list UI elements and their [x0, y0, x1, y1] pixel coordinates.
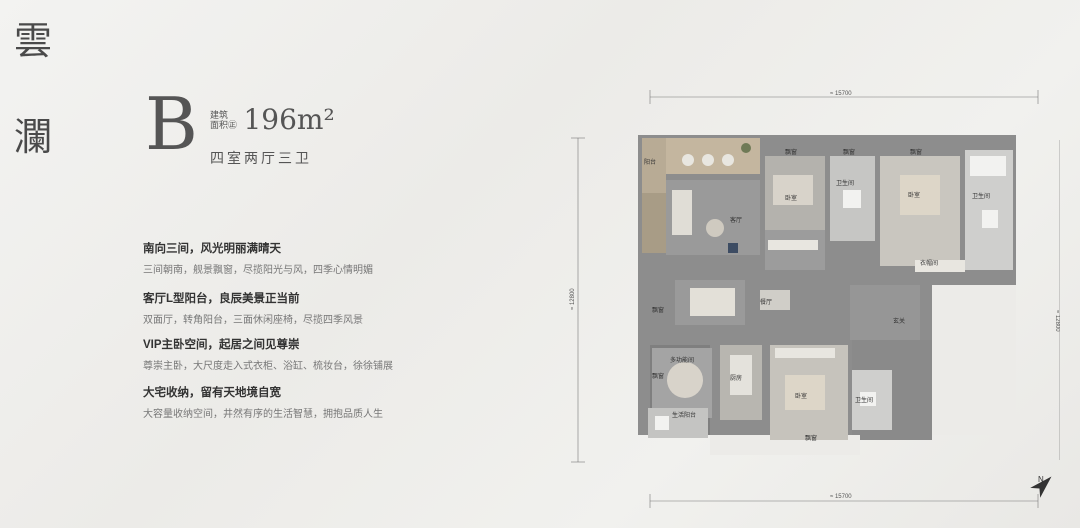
dimension-right-label: ≈ 12800: [1054, 310, 1060, 332]
dimension-top: [649, 90, 1039, 104]
room-label: 餐厅: [760, 298, 772, 306]
area-label-line1: 建筑: [210, 110, 229, 120]
feature-item: 客厅L型阳台，良辰美景正当前 双面厅，转角阳台，三面休闲座椅，尽揽四季风景: [143, 290, 463, 326]
room-label: 卫生间: [836, 179, 854, 187]
dimension-bottom-label: ≈ 15700: [830, 494, 852, 500]
brand-char-1: 雲: [14, 19, 53, 63]
plan-structure: [638, 135, 1016, 455]
area-block: 建筑 面积㊣ 196m²: [210, 106, 335, 134]
feature-title: 客厅L型阳台，良辰美景正当前: [143, 293, 300, 305]
area-value: 196m²: [243, 103, 335, 136]
brand-char-2: 瀾: [14, 115, 53, 159]
feature-title: 南向三间，风光明丽满晴天: [143, 243, 281, 255]
dimension-left-label: ≈ 12800: [570, 288, 576, 310]
room-label: 客厅: [730, 216, 742, 224]
room-label: 卫生间: [855, 396, 873, 404]
area-label-line2: 面积㊣: [210, 120, 238, 130]
dimension-top-label: ≈ 15700: [830, 91, 852, 97]
room-label: 阳台: [644, 158, 656, 166]
feature-desc: 尊崇主卧，大尺度走入式衣柜、浴缸、梳妆台，徐徐铺展: [143, 361, 393, 372]
feature-item: 南向三间，风光明丽满晴天 三间朝南，舰景飘窗，尽揽阳光与风，四季心情明媚: [143, 240, 463, 276]
feature-item: VIP主卧空间，起居之间见尊崇 尊崇主卧，大尺度走入式衣柜、浴缸、梳妆台，徐徐铺…: [143, 336, 463, 372]
compass-icon: N: [1028, 470, 1058, 505]
room-label: 玄关: [893, 317, 905, 325]
room-label: 卧室: [785, 194, 797, 202]
compass-label: N: [1038, 475, 1044, 484]
feature-desc: 大容量收纳空间，井然有序的生活智慧，拥抱品质人生: [143, 409, 383, 420]
room-label: 衣帽间: [920, 259, 938, 267]
room-label: 卧室: [795, 392, 807, 400]
room-label: 生活阳台: [672, 411, 696, 419]
unit-type-letter: B: [145, 82, 198, 166]
room-label: 厨房: [730, 374, 742, 382]
room-label: 飘窗: [652, 306, 664, 314]
feature-desc: 双面厅，转角阳台，三面休闲座椅，尽揽四季风景: [143, 315, 363, 326]
feature-title: VIP主卧空间，起居之间见尊崇: [143, 339, 300, 351]
floor-plan: ≈ 15700 ≈ 15700 ≈ 12800 ≈ 12800: [570, 90, 1060, 508]
room-label: 飘窗: [843, 148, 855, 156]
room-label: 飘窗: [652, 372, 664, 380]
dimension-left: [571, 137, 585, 463]
room-count: 四室两厅三卫: [210, 150, 312, 166]
dimension-bottom: [649, 494, 1039, 508]
area-label: 建筑 面积㊣: [210, 110, 237, 130]
feature-title: 大宅收纳，留有天地境自宽: [143, 387, 281, 399]
room-label: 卫生间: [972, 192, 990, 200]
room-label: 飘窗: [805, 434, 817, 442]
room-label: 卧室: [908, 191, 920, 199]
room-label: 多功能间: [670, 356, 694, 364]
feature-item: 大宅收纳，留有天地境自宽 大容量收纳空间，井然有序的生活智慧，拥抱品质人生: [143, 384, 463, 420]
room-label: 飘窗: [910, 148, 922, 156]
feature-desc: 三间朝南，舰景飘窗，尽揽阳光与风，四季心情明媚: [143, 265, 373, 276]
room-label: 飘窗: [785, 148, 797, 156]
